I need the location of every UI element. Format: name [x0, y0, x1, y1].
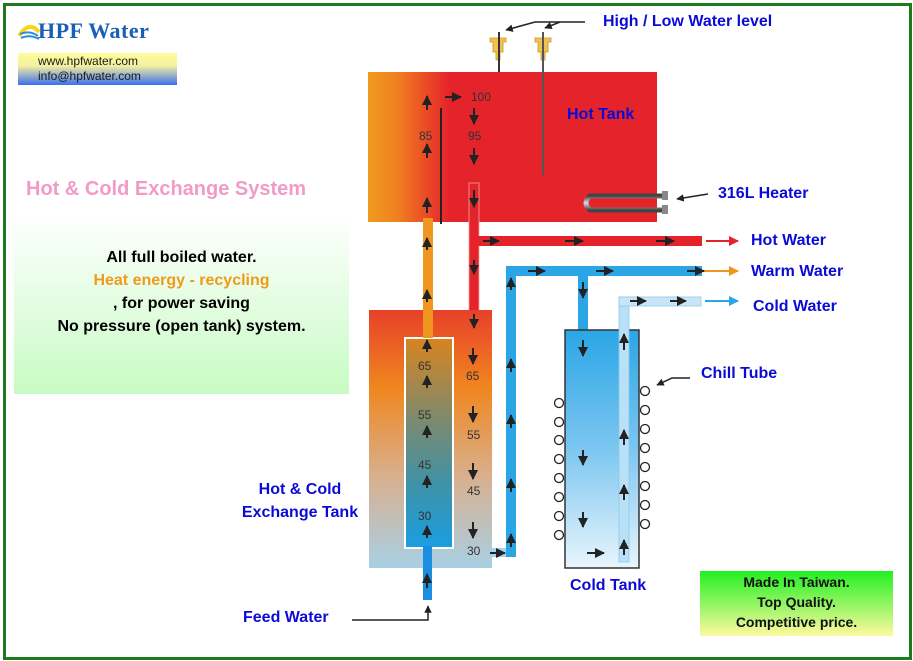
hot-water-pipe — [474, 236, 702, 246]
desc-line-1: All full boiled water. — [106, 249, 257, 266]
footer-line-1: Made In Taiwan. — [743, 574, 850, 590]
cold-tank-label: Cold Tank — [570, 577, 647, 594]
feed-pipe — [423, 546, 432, 600]
water-level-label: High / Low Water level — [603, 13, 773, 30]
hot-tank — [368, 72, 657, 222]
inner-temp-65: 65 — [418, 359, 432, 373]
outer-temp-55: 55 — [467, 428, 481, 442]
inner-exchange-tube — [404, 337, 454, 549]
exchange-tank-label-line-1: Hot & Cold — [258, 481, 342, 498]
warm-riser-pipe — [423, 218, 433, 338]
exchange-tank-label: Hot & Cold Exchange Tank — [234, 478, 366, 524]
exchange-tank-label-line-2: Exchange Tank — [241, 504, 359, 521]
outer-temp-65: 65 — [466, 369, 480, 383]
contact-box: www.hpfwater.com info@hpfwater.com — [18, 53, 177, 85]
heater-element — [583, 191, 668, 214]
cold-water-pipe — [618, 296, 702, 307]
chill-tube-label: Chill Tube — [701, 365, 778, 382]
water-level-pointer-2 — [544, 21, 561, 29]
feed-pointer — [352, 605, 432, 621]
desc-line-3: , for power saving — [113, 295, 250, 312]
temp-95: 95 — [468, 129, 482, 143]
water-level-pointer — [505, 21, 585, 32]
outer-temp-45: 45 — [467, 484, 481, 498]
desc-line-2: Heat energy - recycling — [93, 272, 270, 289]
page-title: Hot & Cold Exchange System — [26, 178, 307, 200]
inner-temp-30: 30 — [418, 509, 432, 523]
inner-temp-55: 55 — [418, 408, 432, 422]
desc-line-4: No pressure (open tank) system. — [57, 318, 306, 335]
flow-arrows — [422, 92, 705, 588]
website-link[interactable]: www.hpfwater.com — [38, 54, 139, 68]
footer-line-2: Top Quality. — [757, 594, 836, 610]
outer-temp-30: 30 — [467, 544, 481, 558]
chill-tube-pointer — [656, 377, 690, 386]
logo-icon — [17, 22, 41, 45]
diagram-frame — [3, 3, 912, 660]
hot-tank-label: Hot Tank — [567, 106, 635, 123]
cold-water-label: Cold Water — [753, 298, 837, 315]
made-in-taiwan-box: Made In Taiwan. Top Quality. Competitive… — [700, 571, 893, 636]
heater-label: 316L Heater — [718, 185, 809, 202]
footer-line-3: Competitive price. — [735, 614, 858, 630]
description-text: All full boiled water. Heat energy - rec… — [14, 246, 349, 338]
feed-water-label: Feed Water — [243, 609, 329, 626]
description-panel: All full boiled water. Heat energy - rec… — [14, 212, 349, 394]
temp-85: 85 — [419, 129, 433, 143]
email-link[interactable]: info@hpfwater.com — [38, 69, 141, 83]
hot-water-label: Hot Water — [751, 232, 826, 249]
chill-tube-coils — [553, 385, 651, 541]
heater-pointer — [676, 193, 709, 202]
inner-temp-45: 45 — [418, 458, 432, 472]
temp-100: 100 — [471, 90, 491, 104]
brand-name: HPF Water — [38, 18, 150, 43]
warm-water-label: Warm Water — [751, 263, 844, 280]
